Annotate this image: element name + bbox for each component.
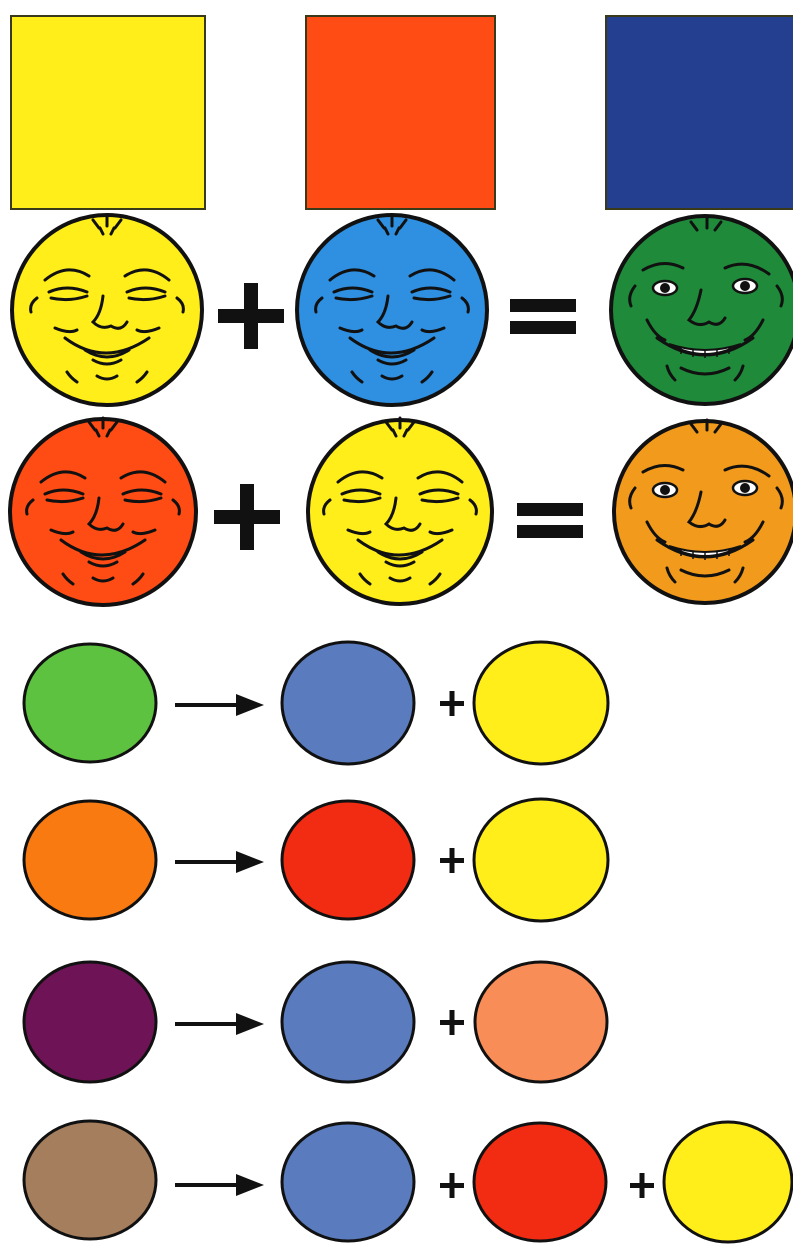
mix-orange-circle	[24, 801, 156, 919]
part-blue-circle	[282, 962, 414, 1082]
plus-icon	[440, 1010, 464, 1035]
plus-icon	[440, 1173, 464, 1198]
equals-icon	[510, 299, 576, 334]
arrow-right-icon	[175, 851, 264, 873]
plus-icon	[218, 283, 284, 349]
mix-green-circle	[24, 644, 156, 762]
face-red	[10, 418, 196, 605]
mix-brown-circle	[24, 1121, 156, 1239]
plus-icon	[630, 1173, 654, 1198]
part-blue-circle	[282, 642, 414, 764]
part-peach-circle	[475, 962, 607, 1082]
plus-icon	[440, 848, 464, 873]
face-yellow	[12, 215, 202, 405]
part-blue-circle	[282, 1123, 414, 1241]
part-yellow-circle	[474, 642, 608, 764]
arrow-right-icon	[175, 1174, 264, 1196]
part-yellow-circle	[474, 799, 608, 921]
face-green-result	[611, 216, 793, 404]
face-orange-result	[614, 420, 793, 603]
part-yellow-circle	[664, 1122, 792, 1242]
face-yellow	[308, 418, 492, 604]
part-red-circle	[474, 1123, 606, 1241]
equals-icon	[517, 503, 583, 538]
arrow-right-icon	[175, 694, 264, 716]
face-blue	[297, 215, 487, 405]
plus-icon	[440, 691, 464, 716]
plus-icon	[214, 484, 280, 550]
mix-purple-circle	[24, 962, 156, 1082]
arrow-right-icon	[175, 1013, 264, 1035]
part-red-circle	[282, 801, 414, 919]
